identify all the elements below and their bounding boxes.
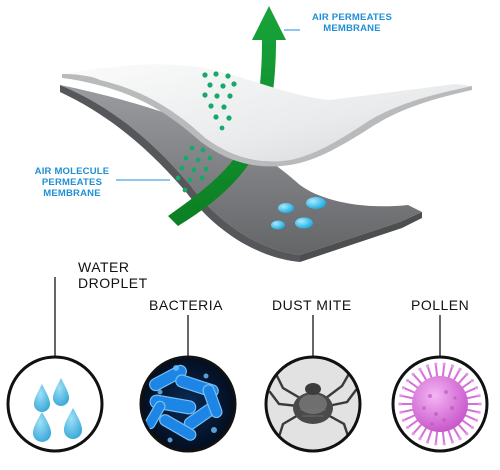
pollen-spike	[456, 422, 468, 435]
pollen-spike-tip	[411, 432, 415, 436]
bacteria-circle	[139, 355, 237, 453]
water-droplet-icon	[64, 408, 82, 439]
pollen-spike-tip	[406, 378, 410, 383]
pollen-spike-tip	[465, 432, 469, 436]
pollen-spike	[426, 427, 433, 443]
pollen-spike	[419, 425, 428, 440]
pollen-spike-tip	[399, 394, 403, 398]
pollen-icon	[398, 362, 482, 446]
pollen-spike	[406, 418, 420, 429]
air-molecules-bottom	[175, 145, 213, 193]
pollen-spike-tip	[418, 437, 422, 441]
pollen-spike	[412, 422, 424, 435]
pollen-spike-tip	[426, 364, 430, 368]
pollen-spike-tip	[418, 367, 422, 371]
pollen-spike-tip	[434, 442, 438, 446]
membrane-lower-edge	[60, 85, 300, 262]
label-bacteria: BACTERIA	[149, 297, 224, 313]
callout-air-permeates: AIR PERMEATES MEMBRANE	[300, 12, 404, 34]
pollen-spike	[456, 373, 468, 386]
water-droplet-icon	[53, 378, 69, 406]
dust-mite-circle	[264, 355, 362, 453]
callout-line-3: MEMBRANE	[43, 188, 101, 199]
callout-line-1: AIR PERMEATES	[311, 12, 392, 23]
membrane-upper-edge	[62, 74, 472, 167]
membrane-upper-layer	[62, 64, 472, 162]
pollen-spike	[462, 386, 478, 395]
pollen-spike	[426, 365, 433, 381]
pollen-spike-tip	[401, 386, 406, 390]
pollen-spike	[447, 365, 454, 381]
label-water-droplet: WATER DROPLET	[78, 259, 148, 291]
pollen-spike-tip	[450, 364, 454, 368]
pollen-spike-tip	[474, 418, 479, 422]
pollen-circle	[391, 355, 489, 453]
label-line-2: DROPLET	[78, 275, 148, 291]
callout-line-1: AIR MOLECULE	[34, 166, 110, 177]
pollen-spike-tip	[474, 386, 479, 390]
dust-mite-icon	[266, 357, 360, 451]
pollen-spike-tip	[426, 440, 430, 444]
pollen-spike-tip	[442, 442, 446, 446]
pollen-spike-tip	[411, 372, 415, 376]
pollen-spike-tip	[470, 425, 474, 430]
pollen-spike-tip	[434, 362, 438, 366]
pollen-spike	[441, 428, 446, 445]
pollen-spike-tip	[477, 394, 481, 398]
label-pollen: POLLEN	[411, 297, 470, 313]
callout-line-2: MEMBRANE	[323, 23, 381, 34]
pollen-spike	[447, 427, 454, 443]
pollen-spike-tip	[458, 367, 462, 371]
pollen-spike-tip	[442, 362, 446, 366]
pollen-spike	[464, 394, 481, 400]
pollen-spike	[399, 408, 416, 414]
pollen-spike-tip	[465, 372, 469, 376]
pollen-spike-tip	[477, 410, 481, 414]
pollen-spike	[460, 418, 474, 429]
pollen-spike-tip	[406, 425, 410, 430]
pollen-spike	[452, 368, 461, 383]
pollen-spike	[434, 428, 439, 445]
callout-air-molecule: AIR MOLECULE PERMEATES MEMBRANE	[26, 166, 118, 199]
pollen-spike	[412, 373, 424, 386]
pollen-spike-tip	[458, 437, 462, 441]
pollen-spike	[399, 394, 416, 400]
pollen-spike	[464, 408, 481, 414]
pollen-spike-tip	[399, 410, 403, 414]
callout-line-2: PERMEATES	[41, 177, 103, 188]
pollen-spike	[402, 386, 418, 395]
pollen-spike	[441, 363, 446, 380]
pollen-spike	[462, 413, 478, 422]
pollen-spike	[406, 379, 420, 390]
pollen-spike-tip	[398, 402, 402, 406]
water-beads	[271, 197, 326, 230]
pollen-spike-tip	[478, 402, 482, 406]
membrane-lower-edge-right	[300, 212, 422, 262]
pollen-spike	[460, 379, 474, 390]
pollen-spike	[434, 363, 439, 380]
pollen-spike-tip	[450, 440, 454, 444]
water-droplet-circle	[6, 355, 104, 453]
label-dust-mite: DUST MITE	[272, 297, 352, 313]
pollen-spike	[452, 425, 461, 440]
pollen-spike	[402, 413, 418, 422]
label-line-1: WATER	[78, 259, 130, 275]
pollen-spike-tip	[470, 378, 474, 383]
bacteria-icon	[144, 364, 223, 443]
water-droplet-icon	[33, 412, 51, 442]
air-molecules-top	[202, 71, 237, 131]
water-droplet-icon	[34, 384, 50, 412]
pollen-spike-tip	[401, 418, 406, 422]
pollen-spike	[419, 368, 428, 383]
